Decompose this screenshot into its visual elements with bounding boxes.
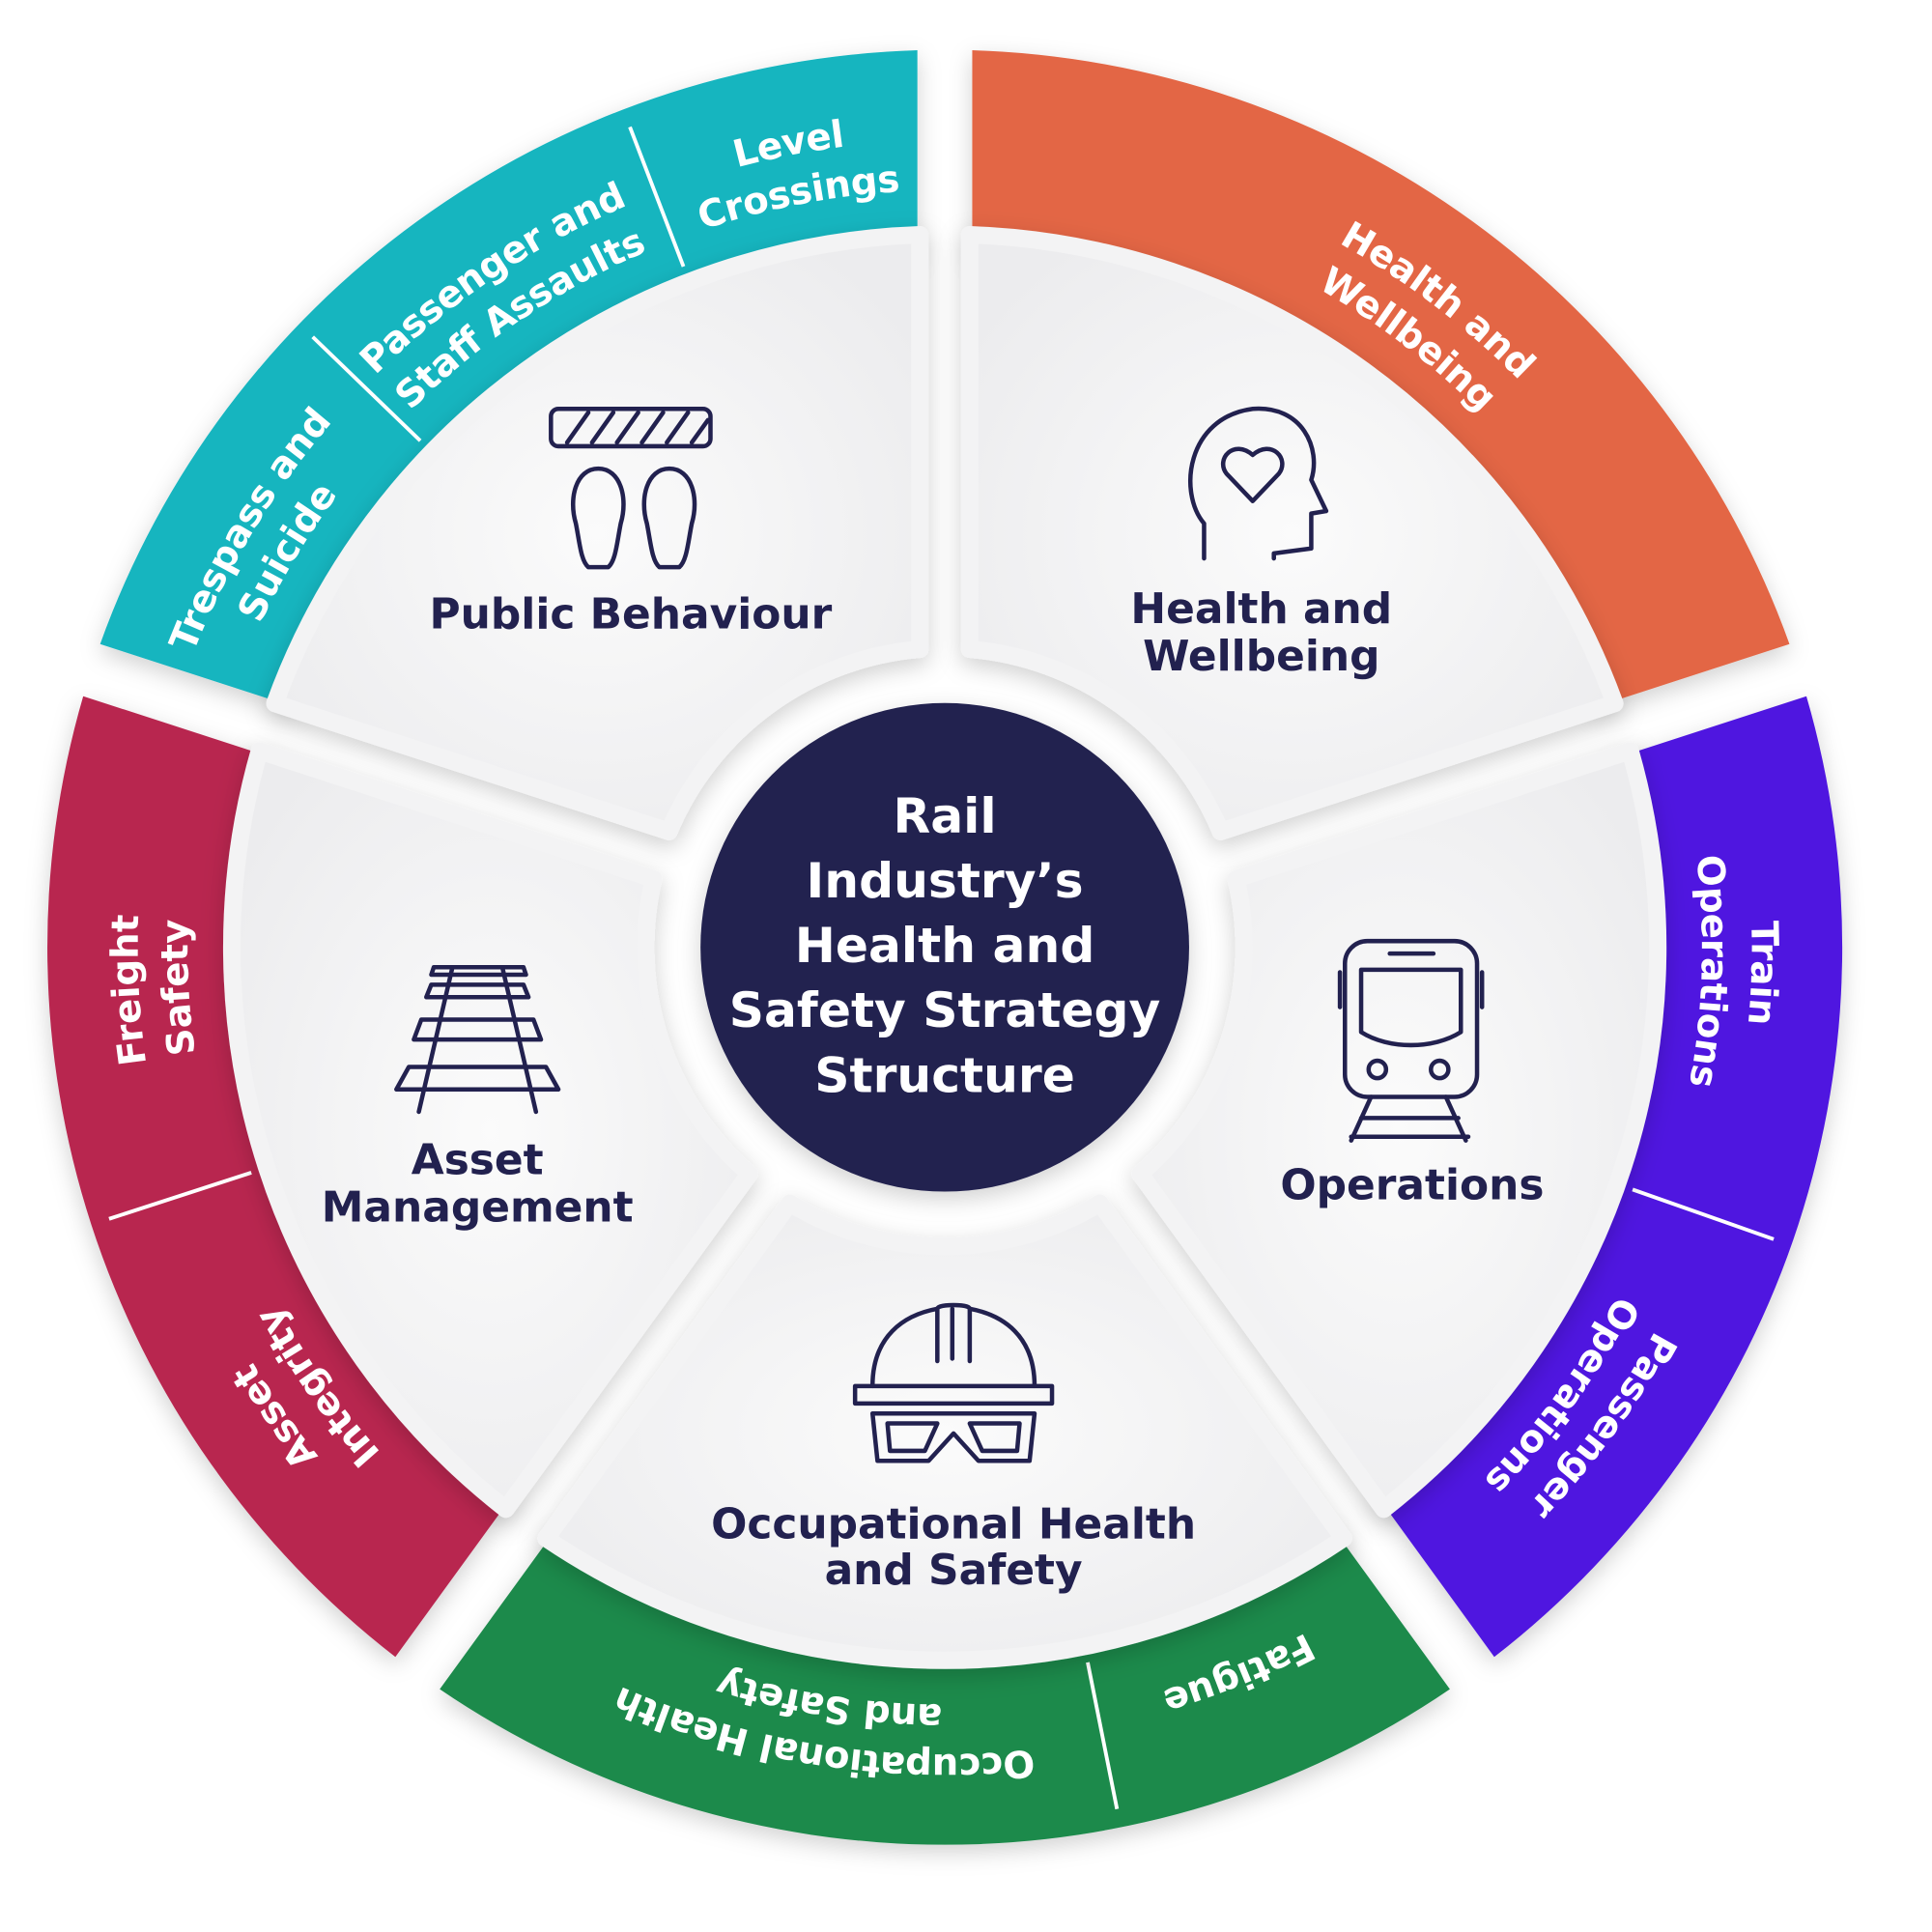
segment-title-occupational-health: and Safety bbox=[825, 1546, 1083, 1595]
center-title-line: Structure bbox=[814, 1046, 1075, 1103]
segment-title-public-behaviour: Public Behaviour bbox=[430, 589, 833, 639]
segment-asset-management[interactable] bbox=[222, 742, 758, 1519]
segment-title-health-wellbeing: Health and bbox=[1130, 584, 1392, 634]
ring-label-operations: Train bbox=[1739, 921, 1786, 1027]
segment-public-behaviour[interactable] bbox=[266, 226, 929, 840]
center-title-line: Rail bbox=[893, 787, 996, 844]
ring-divider bbox=[628, 126, 686, 268]
segment-operations[interactable] bbox=[1131, 742, 1667, 1519]
segment-health-wellbeing[interactable] bbox=[960, 226, 1624, 840]
inner-segments bbox=[222, 226, 1667, 1669]
center-title-line: Health and bbox=[795, 917, 1095, 974]
segment-title-occupational-health: Occupational Health bbox=[711, 1499, 1196, 1548]
ring-label-line: Freight bbox=[103, 914, 156, 1068]
head-heart-icon bbox=[1188, 406, 1329, 561]
ring-label-line: Safety bbox=[154, 919, 205, 1058]
segment-occupational-health[interactable] bbox=[537, 1194, 1352, 1669]
railway-track-icon bbox=[394, 965, 561, 1115]
ring-label-line: Train bbox=[1739, 921, 1786, 1027]
ring-label-asset-management: Safety bbox=[154, 919, 205, 1058]
ring-divider bbox=[311, 335, 422, 442]
center-circle bbox=[700, 702, 1189, 1192]
segment-title-health-wellbeing: Wellbeing bbox=[1143, 632, 1379, 681]
train-icon bbox=[1337, 938, 1485, 1143]
ring-divider bbox=[1086, 1662, 1120, 1810]
ring-divider bbox=[108, 1171, 252, 1221]
ring-label-asset-management: Freight bbox=[103, 914, 156, 1068]
segment-title-operations: Operations bbox=[1280, 1160, 1544, 1209]
hard-hat-goggles-icon bbox=[852, 1302, 1055, 1463]
segment-title-asset-management: Management bbox=[322, 1183, 634, 1233]
segment-title-asset-management: Asset bbox=[412, 1135, 544, 1184]
barrier-footprints-icon bbox=[549, 406, 713, 570]
center-title-line: Industry’s bbox=[807, 852, 1084, 909]
ring-divider bbox=[1632, 1187, 1775, 1241]
center-title-line: Safety Strategy bbox=[729, 981, 1161, 1038]
